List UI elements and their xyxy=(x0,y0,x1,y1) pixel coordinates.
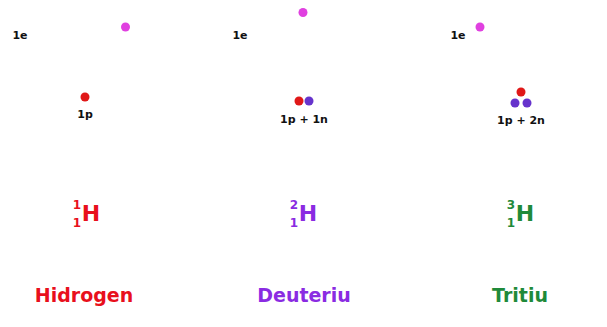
electron-dot xyxy=(299,8,308,17)
mass-number: 2 xyxy=(290,199,298,211)
atom-orbit: 1e1p xyxy=(22,13,148,139)
element-symbol: H xyxy=(299,203,317,225)
isotope-name: Hidrogen xyxy=(35,286,133,305)
element-symbol: H xyxy=(516,203,534,225)
electron-count: 1e xyxy=(232,30,247,41)
orbit-circle xyxy=(457,13,583,139)
mass-number: 3 xyxy=(507,199,515,211)
atom-orbit: 1e1p + 1n xyxy=(240,13,366,139)
nucleus-label: 1p + 1n xyxy=(280,114,328,125)
neutron-dot xyxy=(511,99,520,108)
atomic-number: 1 xyxy=(507,217,515,229)
atomic-number: 1 xyxy=(73,217,81,229)
proton-dot xyxy=(295,97,304,106)
atomic-number: 1 xyxy=(290,217,298,229)
electron-dot xyxy=(476,23,485,32)
electron-dot xyxy=(121,23,130,32)
orbit-circle xyxy=(22,13,148,139)
nucleus-label: 1p + 2n xyxy=(497,115,545,126)
neutron-dot xyxy=(305,97,314,106)
nucleus-label: 1p xyxy=(77,109,93,120)
atom-orbit: 1e1p + 2n xyxy=(457,13,583,139)
isotope-name: Tritiu xyxy=(492,286,548,305)
isotope-name: Deuteriu xyxy=(257,286,351,305)
electron-count: 1e xyxy=(450,30,465,41)
element-symbol: H xyxy=(82,203,100,225)
mass-number: 1 xyxy=(73,199,81,211)
electron-count: 1e xyxy=(12,30,27,41)
orbit-circle xyxy=(240,13,366,139)
neutron-dot xyxy=(523,99,532,108)
orbit-shape xyxy=(22,13,148,139)
proton-dot xyxy=(81,93,90,102)
proton-dot xyxy=(517,88,526,97)
